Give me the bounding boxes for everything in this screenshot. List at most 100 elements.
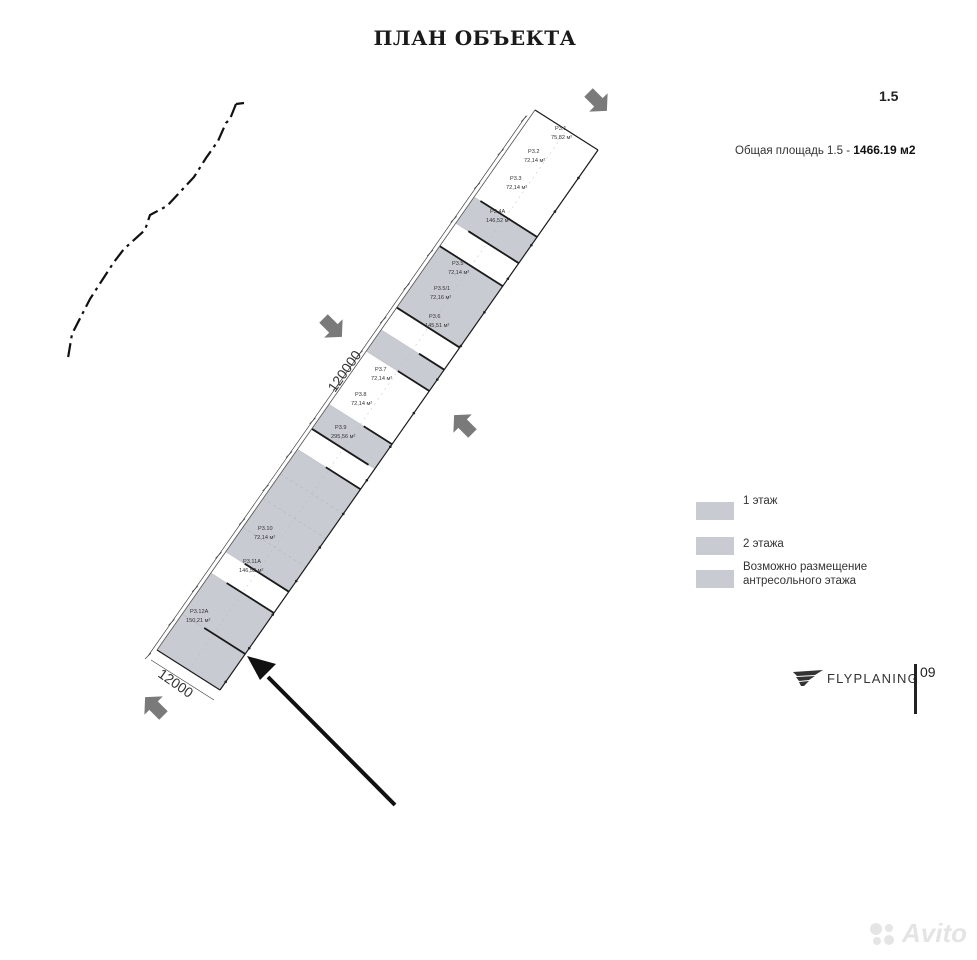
unit-code: Р3.3 xyxy=(510,176,522,182)
dimension-tick xyxy=(332,384,340,391)
grid-line xyxy=(262,498,327,539)
unit-area: 72,14 м² xyxy=(448,270,469,276)
brand-name: FLYPLANING xyxy=(827,670,919,686)
entrance-arrows xyxy=(144,88,608,720)
column-mark xyxy=(577,176,580,180)
unit-label: Р3.2 72,14 м² xyxy=(524,149,545,164)
column-mark xyxy=(341,512,345,516)
dimension-tick xyxy=(191,585,199,593)
partition-wall xyxy=(244,562,290,593)
column-mark xyxy=(247,646,251,650)
total-area: Общая площадь 1.5 - 1466.19 м2 xyxy=(735,143,916,157)
centre-line xyxy=(188,129,567,671)
unit-code: Р3.5 xyxy=(452,261,464,267)
unit-code: Р3.4А xyxy=(490,209,506,215)
unit-label: Р3.3 72,14 м² xyxy=(506,176,527,191)
column-mark xyxy=(459,344,463,348)
legend-label: Возможно размещение антресольного этажа xyxy=(743,561,868,587)
unit-label: Р3.5 72,14 м² xyxy=(448,261,469,276)
dimension-tick xyxy=(168,619,175,626)
grid-line xyxy=(280,473,344,515)
legend-item-1-floor: 1 этаж xyxy=(696,494,777,520)
column-mark xyxy=(436,378,439,381)
column-mark xyxy=(412,411,416,415)
legend-swatch xyxy=(696,570,734,588)
flyplaning-logo-icon xyxy=(793,670,823,686)
end-wall-bottom xyxy=(156,649,221,691)
entrance-arrow xyxy=(144,696,168,720)
watermark-text: Avito xyxy=(902,918,967,948)
end-wall-top xyxy=(534,109,599,151)
dimension-tick xyxy=(309,417,316,425)
brand-logo: FLYPLANING xyxy=(793,670,919,686)
unit-area: 72,14 м² xyxy=(351,401,372,407)
unit-area: 295,56 м² xyxy=(331,434,356,440)
entrance-arrow xyxy=(584,88,608,112)
unit-label: Р3.11А 146,52 м² xyxy=(239,559,264,574)
entrance-arrow xyxy=(453,414,477,438)
unit-code: Р3.9 xyxy=(335,425,347,431)
dimension-tick xyxy=(426,249,434,257)
dimension-tick xyxy=(450,216,457,223)
unit-label: Р3.10 72,14 м² xyxy=(254,526,275,541)
unit-area: 146,52 м² xyxy=(239,568,264,574)
width-dimension-line xyxy=(150,659,215,701)
partition-wall xyxy=(203,627,246,655)
dimension-tick xyxy=(356,350,363,357)
column-mark xyxy=(506,277,510,281)
column-mark xyxy=(530,243,533,247)
dimension-tick xyxy=(262,484,269,492)
partition-wall xyxy=(479,200,538,238)
unit-code: Р3.5/1 xyxy=(434,286,450,292)
unit-code: Р3.10 xyxy=(258,526,273,532)
unit-code: Р3.7 xyxy=(375,367,387,373)
unit-area: 72,14 м² xyxy=(524,158,545,164)
unit-area: 72,14 м² xyxy=(506,185,527,191)
dimension-tick xyxy=(473,182,481,190)
unit-area: 145,51 м² xyxy=(425,323,450,329)
dimension-tick xyxy=(497,148,504,156)
unit-code: Р3.2 xyxy=(528,149,540,155)
total-area-label: Общая площадь 1.5 - xyxy=(735,145,854,157)
unit-label: Р3.175,82 м² xyxy=(551,126,572,141)
unit-label: Р3.9 295,56 м² xyxy=(331,425,356,440)
unit-code: Р3.11А xyxy=(243,559,261,565)
unit-area: 72,16 м² xyxy=(430,295,451,301)
legend-label: 1 этаж xyxy=(743,495,778,507)
avito-watermark: Avito xyxy=(868,918,967,949)
unit-code: Р3.12А xyxy=(190,609,209,615)
column-mark xyxy=(389,445,392,448)
legend-label: 2 этажа xyxy=(743,538,784,550)
column-mark xyxy=(294,579,298,583)
entrance-arrow xyxy=(319,314,343,338)
dimension-tick xyxy=(285,451,293,458)
unit-label: Р3.7 72,14 м² xyxy=(371,367,392,382)
page-divider xyxy=(914,664,917,714)
unit-code: Р3.6 xyxy=(429,314,441,320)
partition-wall xyxy=(311,428,370,466)
outer-edge xyxy=(156,109,536,651)
unit-area: 146,52 м² xyxy=(486,218,511,224)
legend-swatch xyxy=(696,502,734,520)
column-mark xyxy=(318,546,322,549)
partition-wall xyxy=(467,230,520,264)
unit-area: 72,14 м² xyxy=(371,376,392,382)
unit-area: 72,14 м² xyxy=(254,535,275,541)
unit-label: Р3.4А 146,52 м² xyxy=(486,209,511,224)
partition-wall xyxy=(397,370,430,392)
watermark-dots-icon xyxy=(870,922,894,945)
unit-code: Р3.1 xyxy=(555,126,567,132)
partition-wall xyxy=(439,245,504,287)
dimension-tick xyxy=(403,283,410,290)
unit-label: Р3.5/1 72,16 м² xyxy=(430,286,451,301)
dimension-tick xyxy=(215,551,222,559)
column-mark xyxy=(365,478,369,482)
column-mark xyxy=(553,210,557,213)
dimension-tick xyxy=(144,652,152,660)
column-mark xyxy=(271,613,275,616)
plan-title: ПЛАН ОБЪЕКТА xyxy=(373,26,577,50)
page-number: 09 xyxy=(920,664,936,680)
building-strip xyxy=(156,109,599,691)
legend-swatch xyxy=(696,537,734,555)
